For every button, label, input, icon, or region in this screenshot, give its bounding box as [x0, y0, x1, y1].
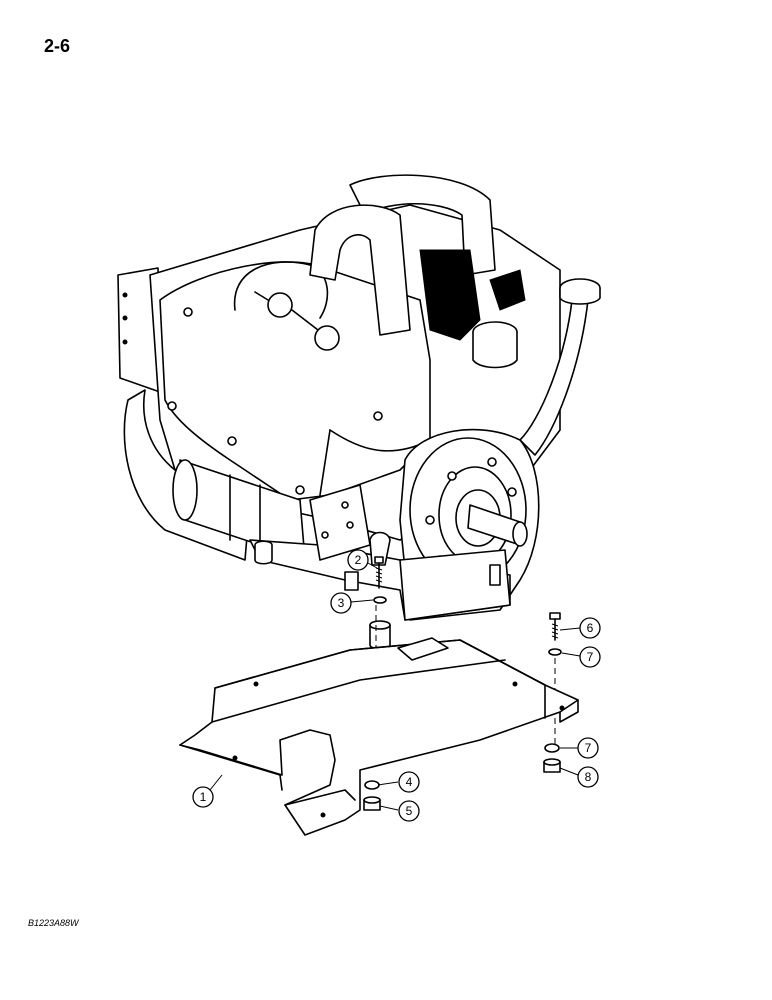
- callout-2: 2: [347, 549, 369, 571]
- figure-code: B1223A88W: [28, 918, 79, 928]
- page-number: 2-6: [44, 36, 71, 56]
- callout-5: 5: [398, 800, 420, 822]
- callout-5-label: 5: [406, 804, 413, 818]
- engine-illustration: [117, 174, 601, 621]
- mounting-hardware: [363, 556, 562, 811]
- callout-7-upper-label: 7: [587, 650, 594, 664]
- callout-7-upper: 7: [579, 646, 601, 668]
- base-frame: [179, 637, 579, 836]
- callout-7-lower-label: 7: [585, 741, 592, 755]
- callout-1-label: 1: [200, 790, 207, 804]
- callout-4: 4: [398, 771, 420, 793]
- callout-7-lower: 7: [577, 737, 599, 759]
- callout-8: 8: [577, 766, 599, 788]
- callout-2-label: 2: [355, 553, 362, 567]
- callout-1: 1: [192, 786, 214, 808]
- callout-3-label: 3: [338, 596, 345, 610]
- callout-6-label: 6: [587, 621, 594, 635]
- callout-3: 3: [330, 592, 352, 614]
- callout-6: 6: [579, 617, 601, 639]
- callout-4-label: 4: [406, 775, 413, 789]
- leader-lines: [209, 562, 581, 811]
- callout-8-label: 8: [585, 770, 592, 784]
